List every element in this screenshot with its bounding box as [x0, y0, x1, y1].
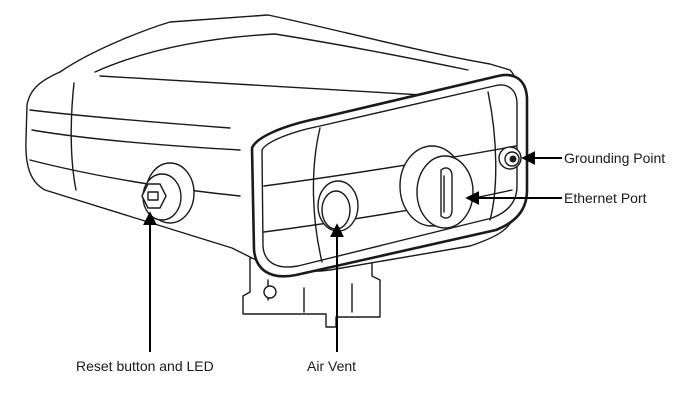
ethernet-port [399, 145, 474, 229]
air-vent-label: Air Vent [307, 358, 356, 374]
reset-button-led-label: Reset button and LED [76, 358, 214, 374]
reset-button [141, 162, 195, 224]
front-panel [250, 73, 529, 278]
grounding-point-label: Grounding Point [564, 150, 665, 166]
ethernet-port-label: Ethernet Port [564, 190, 647, 206]
air-vent [317, 180, 359, 232]
grounding-point [498, 146, 522, 170]
